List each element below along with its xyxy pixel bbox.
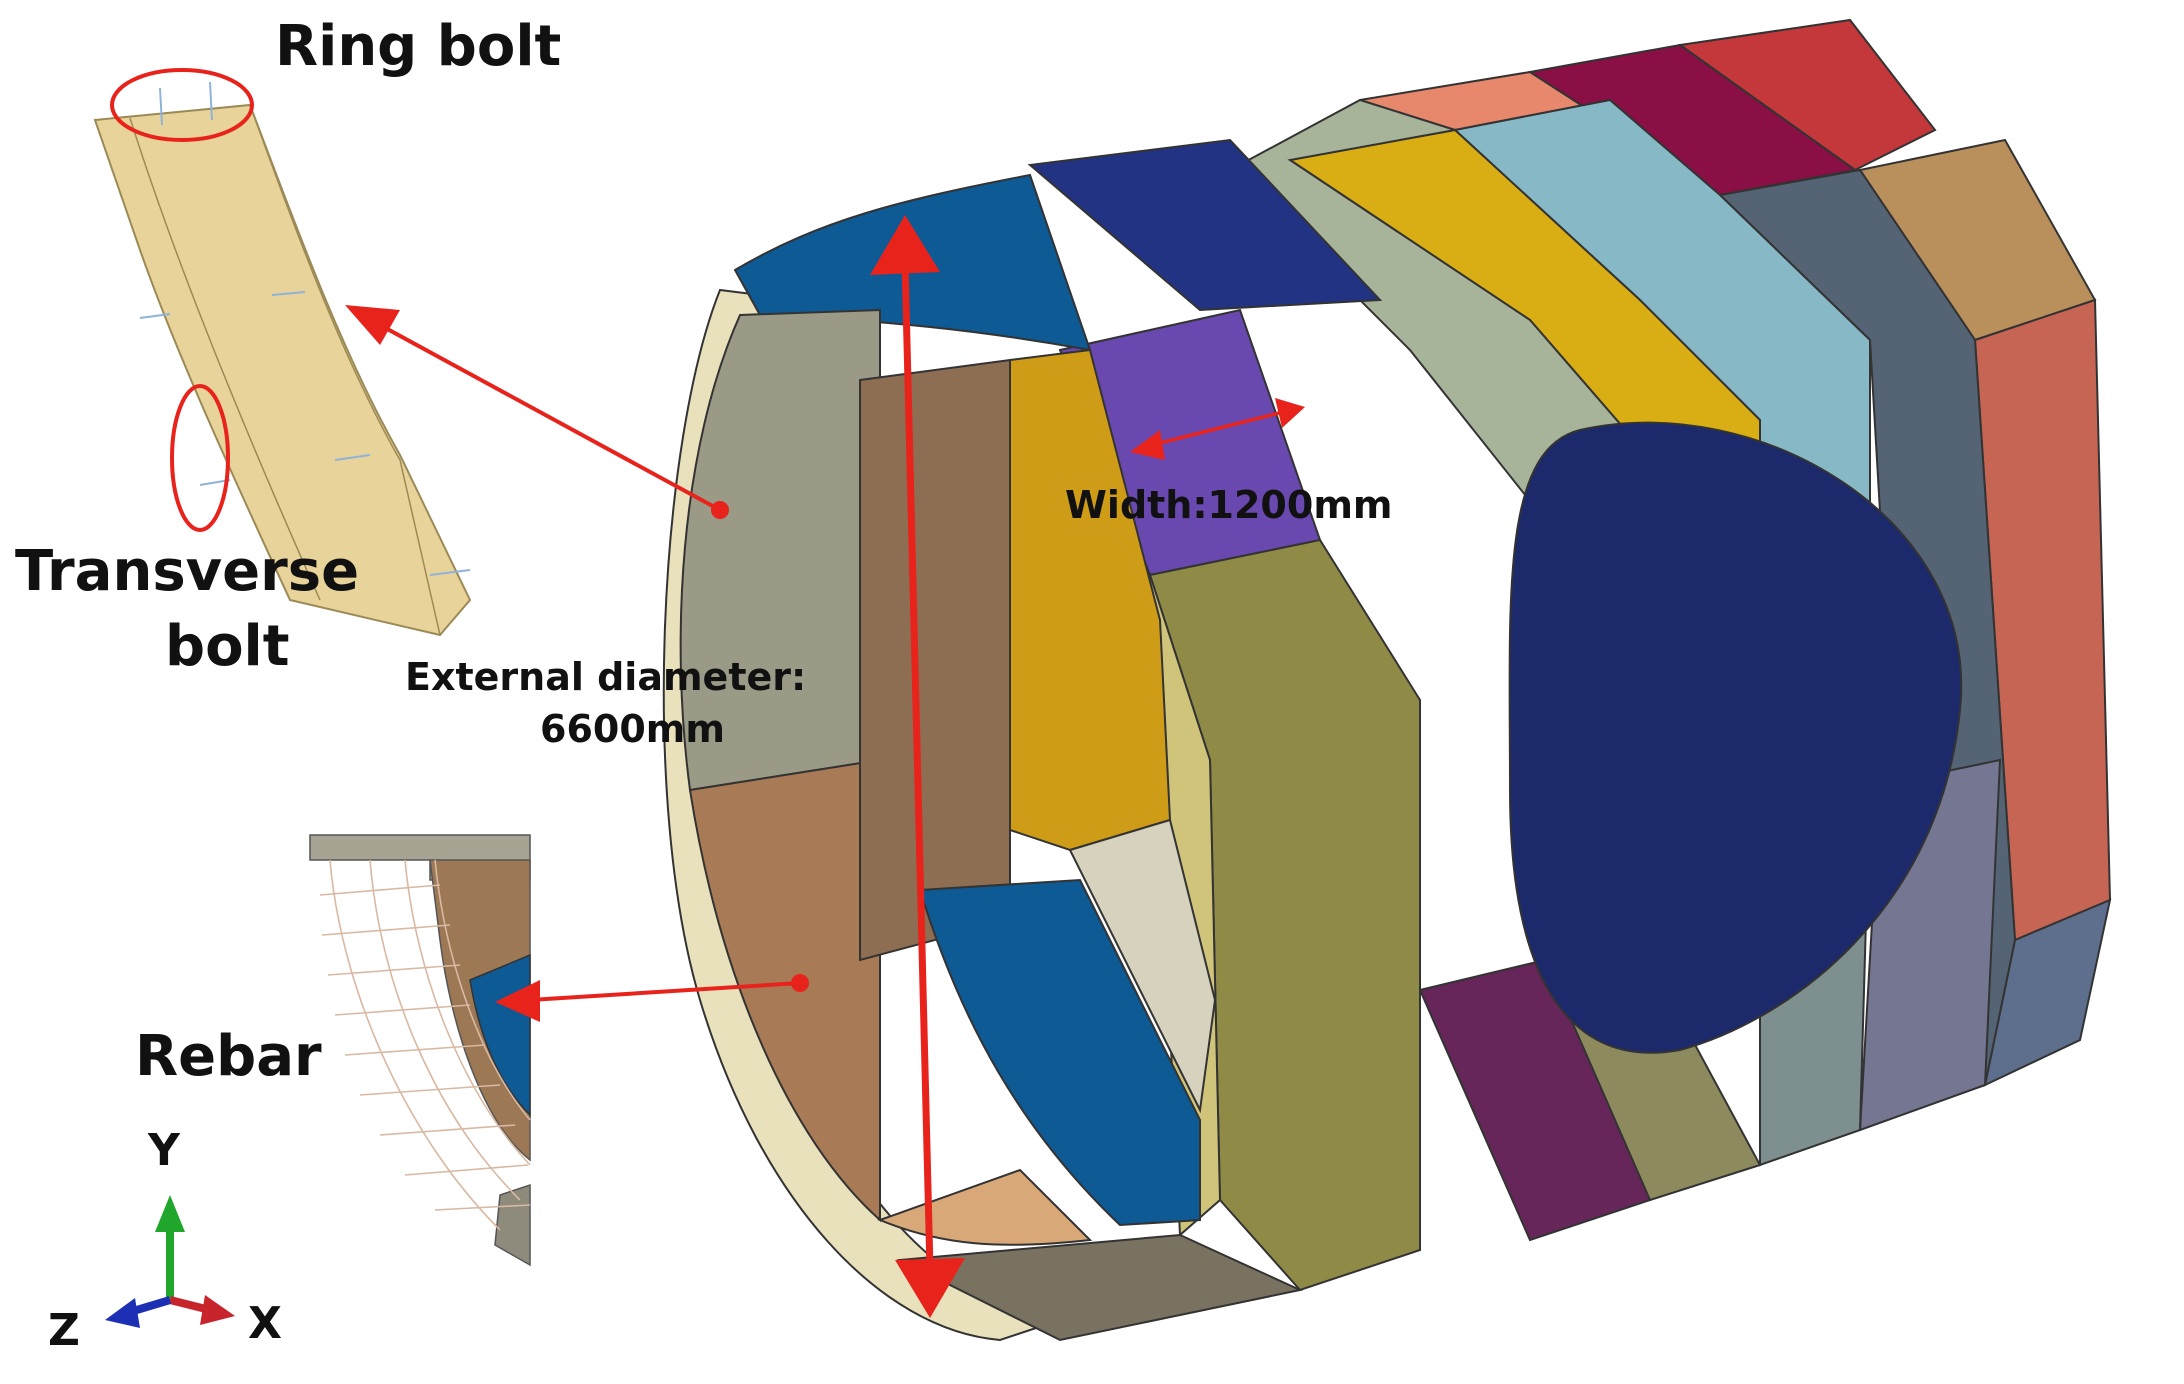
rebar-pointer-line [529, 981, 801, 1002]
inner-blue-bottom [918, 878, 1201, 1227]
front-segment-grey-left [679, 308, 881, 792]
width-arrow-right [1275, 398, 1305, 428]
axis-x-label: X [248, 1298, 282, 1349]
text-labels: Ring bolt Transverse bolt External diame… [15, 14, 1393, 1356]
external-diameter-label-line1: External diameter: [405, 655, 806, 699]
front-ring-lip-bottom [896, 1233, 1304, 1342]
transverse-bolt-circle [170, 384, 230, 532]
rebar-pointer-dot [791, 974, 809, 992]
axis-z-head [105, 1298, 140, 1328]
inner-pale [1068, 818, 1217, 1114]
ring-navy-top [1027, 138, 1383, 312]
segment-outer-edge [249, 104, 441, 636]
rebar-pointer-head [495, 980, 540, 1022]
transverse-bolt-label-line2: bolt [165, 614, 290, 679]
diameter-arrow-bottom [895, 1258, 965, 1318]
axis-x-head [200, 1295, 235, 1325]
width-label: Width:1200mm [1065, 483, 1393, 527]
axis-z-label: Z [48, 1305, 80, 1356]
front-segment-brown-left [688, 758, 881, 1223]
segment-inset [93, 68, 472, 637]
inner-brown-left [859, 358, 1011, 962]
segment-pointer-dot [711, 501, 729, 519]
transverse-bolt-label-line1: Transverse [15, 539, 359, 604]
segment-pointer-head [345, 305, 400, 345]
ring-bolt-circle [110, 68, 254, 142]
diameter-line [901, 261, 934, 1271]
ring-purple-bottom [1418, 958, 1652, 1242]
ring-bolt-label: Ring bolt [275, 14, 561, 79]
diameter-arrow-top [870, 215, 940, 275]
front-segment-brown-bottom [877, 1168, 1093, 1246]
width-line [1151, 410, 1284, 447]
tunnel-model [662, 18, 2112, 1342]
axis-y-head [155, 1195, 185, 1232]
segment-body [93, 103, 472, 637]
external-diameter-label-line2: 6600mm [540, 707, 725, 751]
width-arrow-left [1130, 430, 1165, 460]
axis-triad [105, 1195, 235, 1328]
rebar-inset [309, 834, 531, 1267]
annotation-arrows [345, 215, 1305, 1318]
axis-y-label: Y [147, 1125, 181, 1176]
segment-pointer-line [379, 323, 721, 512]
rebar-mesh [319, 859, 531, 1231]
navy-disc [1508, 421, 1963, 1054]
rebar-label: Rebar [135, 1024, 322, 1089]
segment-inner-edge [129, 117, 321, 601]
